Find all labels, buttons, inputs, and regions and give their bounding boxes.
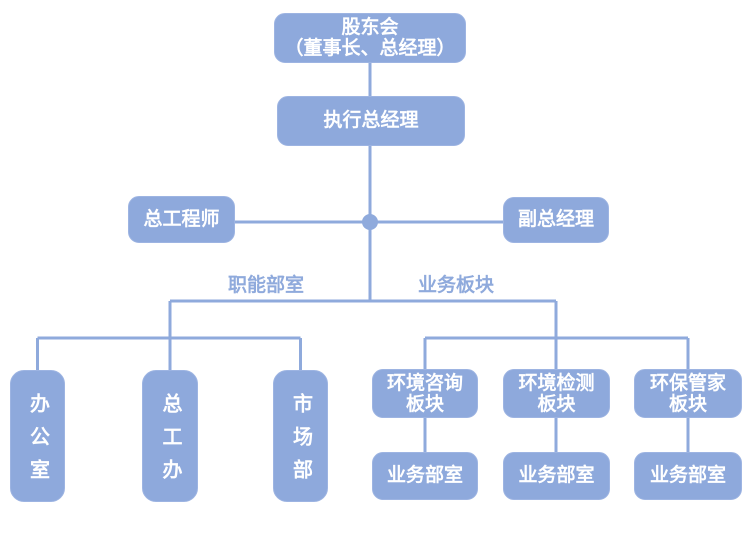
- node-chief-engineer: 总工程师: [128, 196, 235, 243]
- branch-label-business-segments: 业务板块: [417, 275, 494, 296]
- node-consulting-business-department: 业务部室: [372, 452, 478, 500]
- node-environmental-steward-segment: 环保管家 板块: [634, 369, 742, 418]
- node-environmental-testing-segment: 环境检测 板块: [503, 369, 610, 418]
- junction-dot: [362, 214, 378, 230]
- node-testing-business-department: 业务部室: [503, 452, 610, 500]
- node-shareholders-meeting: 股东会 （董事长、总经理）: [274, 13, 466, 63]
- branch-label-functional-departments: 职能部室: [227, 275, 304, 296]
- node-deputy-general-manager: 副总经理: [503, 197, 609, 243]
- node-chief-engineer-office: 总工办: [142, 370, 198, 502]
- node-steward-business-department: 业务部室: [634, 452, 742, 500]
- node-executive-general-manager: 执行总经理: [277, 96, 465, 146]
- node-environmental-consulting-segment: 环境咨询 板块: [372, 369, 478, 418]
- node-marketing-department: 市场部: [273, 370, 328, 502]
- node-office: 办公室: [10, 370, 65, 502]
